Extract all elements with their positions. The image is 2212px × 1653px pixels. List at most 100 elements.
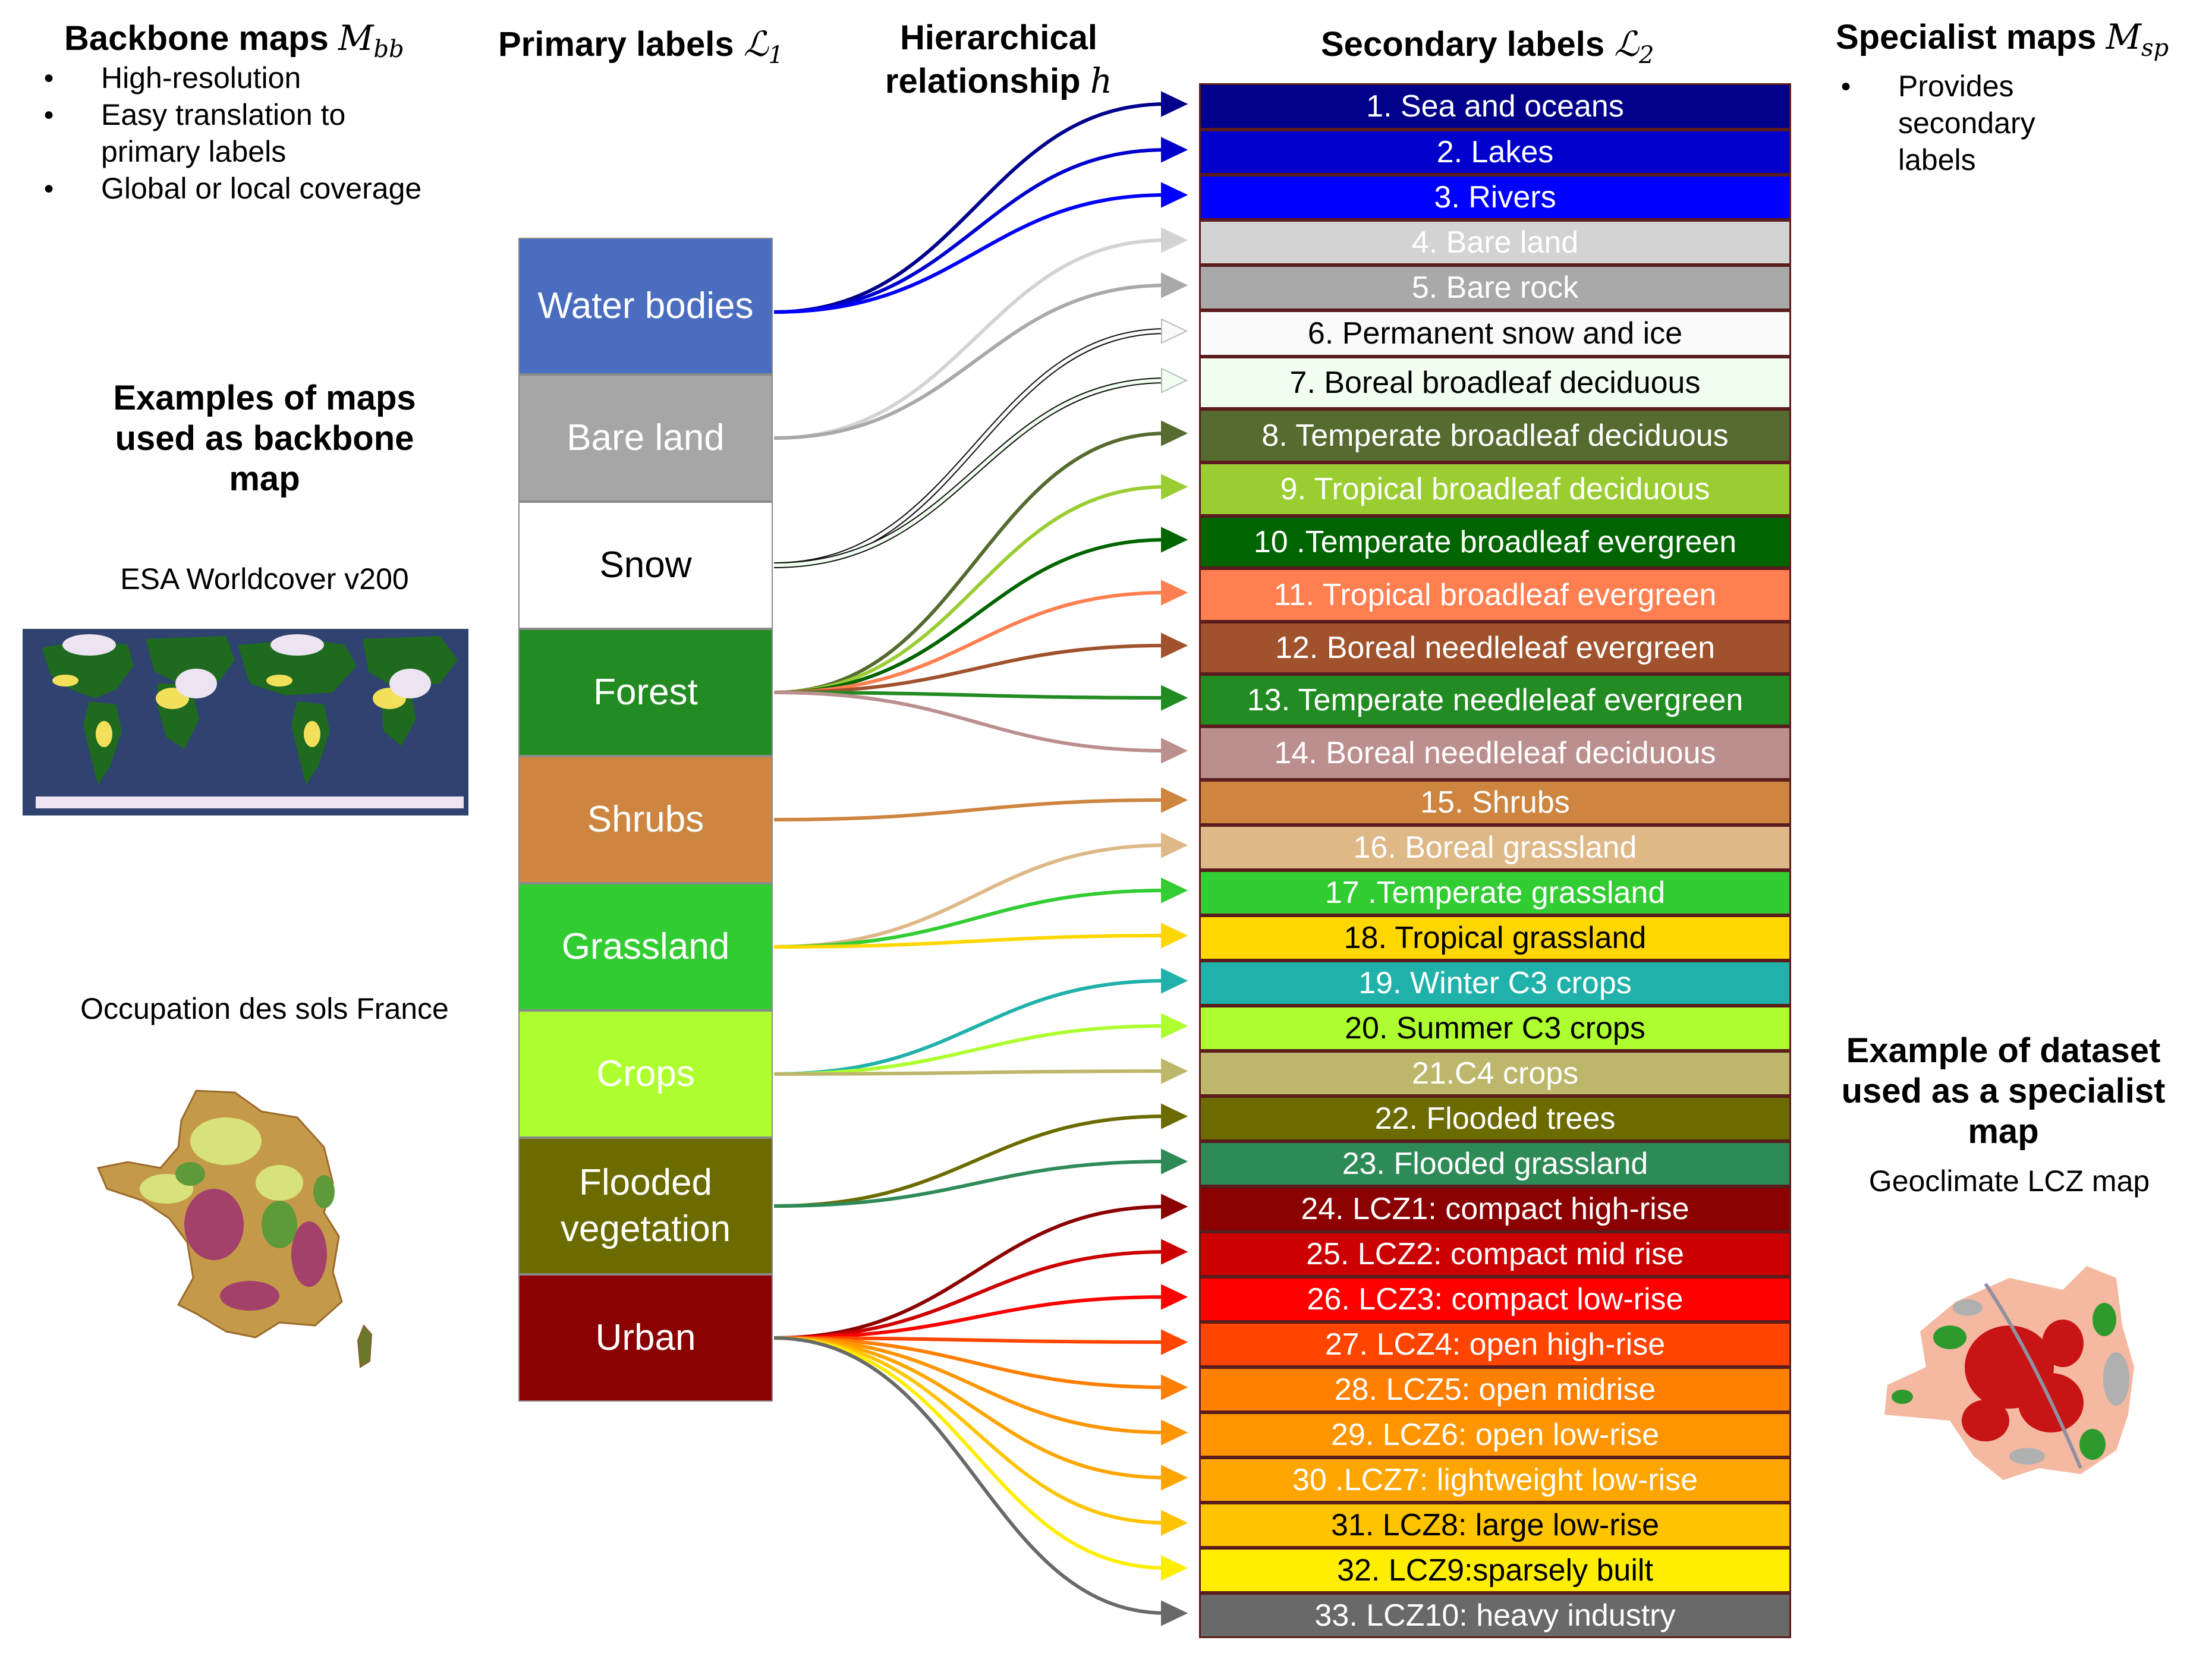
hierarchy-arrow [773, 691, 1167, 752]
secondary-title: Secondary labels ℒ2 [1321, 24, 1707, 75]
hierarchy-arrowhead [1161, 787, 1188, 813]
hierarchy-arrow [773, 102, 1167, 314]
specialist-title: Specialist maps Msp [1836, 17, 2210, 68]
secondary-label: 6. Permanent snow and ice [1199, 310, 1791, 357]
primary-title-text: Primary labels [498, 25, 734, 64]
hierarchy-arrow [773, 1114, 1167, 1208]
secondary-label: 31. LCZ8: large low-rise [1199, 1503, 1791, 1548]
hierarchy-arrow [773, 1336, 1167, 1525]
hierarchy-arrowhead [1161, 1510, 1188, 1536]
secondary-label: 2. Lakes [1199, 130, 1791, 175]
hierarchy-arrow [773, 432, 1167, 694]
hierarchy-arrowhead [1161, 832, 1188, 858]
hierarchy-arrow [773, 485, 1167, 694]
hierarchy-arrow-outline [773, 377, 1167, 568]
primary-label-shrubs: Shrubs [518, 756, 773, 883]
hierarchy-arrow [773, 238, 1167, 440]
hierarchy-arrowhead [1161, 474, 1188, 500]
secondary-label: 20. Summer C3 crops [1199, 1006, 1791, 1051]
secondary-label: 10 .Temperate broadleaf evergreen [1199, 516, 1791, 568]
hierarchy-arrowhead [1161, 1555, 1188, 1581]
hierarchy-arrowhead [1161, 922, 1188, 949]
backbone-symbol: Mbb [338, 18, 404, 63]
primary-label-snow: Snow [518, 502, 773, 629]
secondary-label: 15. Shrubs [1199, 780, 1791, 825]
secondary-label: 11. Tropical broadleaf evergreen [1199, 568, 1791, 622]
secondary-label: 29. LCZ6: open low-rise [1199, 1412, 1791, 1457]
secondary-label: 17 .Temperate grassland [1199, 870, 1791, 915]
hierarchy-arrow [773, 284, 1167, 440]
secondary-label: 21.C4 crops [1199, 1051, 1791, 1096]
secondary-label: 9. Tropical broadleaf deciduous [1199, 462, 1791, 516]
hierarchy-arrowhead [1161, 420, 1188, 446]
primary-label-water-bodies: Water bodies [518, 238, 773, 374]
secondary-label: 24. LCZ1: compact high-rise [1199, 1186, 1791, 1232]
secondary-label: 18. Tropical grassland [1199, 915, 1791, 961]
hierarchy-arrowhead [1161, 1284, 1188, 1310]
hierarchy-arrowhead [1161, 877, 1188, 903]
secondary-label: 19. Winter C3 crops [1199, 961, 1791, 1006]
hierarchy-arrow [773, 193, 1167, 314]
secondary-label: 16. Boreal grassland [1199, 825, 1791, 870]
esa-map-label: ESA Worldcover v200 [120, 562, 409, 596]
primary-label-grassland: Grassland [518, 883, 773, 1010]
hierarchy-arrowhead [1161, 1058, 1188, 1084]
backbone-examples-title: Examples of maps used as backbone map [113, 379, 416, 498]
secondary-label: 23. Flooded grassland [1199, 1141, 1791, 1186]
hierarchy-arrow [773, 1336, 1167, 1434]
secondary-label: 14. Boreal needleleaf deciduous [1199, 726, 1791, 780]
hierarchy-arrow [773, 591, 1167, 694]
hierarchy-arrowhead [1161, 580, 1188, 606]
secondary-label: 5. Bare rock [1199, 265, 1791, 310]
france-map-label: Occupation des sols France [80, 992, 449, 1025]
hierarchy-arrowhead [1161, 1600, 1188, 1626]
hierarchy-arrow [773, 1336, 1167, 1344]
specialist-symbol: Msp [2106, 17, 2169, 62]
hierarchy-arrowhead [1161, 318, 1188, 344]
secondary-label: 22. Flooded trees [1199, 1096, 1791, 1141]
primary-label-urban: Urban [518, 1274, 773, 1402]
hierarchy-arrow [773, 798, 1167, 821]
backbone-title: Backbone maps Mbb [64, 18, 457, 70]
primary-title: Primary labels ℒ1 [498, 24, 807, 75]
hierarchy-arrow [773, 1295, 1167, 1340]
secondary-label: 27. LCZ4: open high-rise [1199, 1322, 1791, 1367]
hierarchy-arrowhead [1161, 968, 1188, 994]
secondary-label: 13. Temperate needleleaf evergreen [1199, 674, 1791, 726]
hierarchy-arrow [773, 843, 1167, 949]
primary-label-forest: Forest [518, 629, 773, 756]
primary-label-bare-land: Bare land [518, 374, 773, 502]
hierarchy-arrowhead [1161, 272, 1188, 298]
hierarchy-arrow [773, 644, 1167, 694]
hierarchy-arrowhead [1161, 1013, 1188, 1039]
secondary-label: 25. LCZ2: compact mid rise [1199, 1232, 1791, 1277]
hierarchy-arrowhead [1161, 527, 1188, 553]
hierarchy-arrow [773, 1024, 1167, 1076]
hierarchy-title-text: Hierarchical relationship [885, 18, 1098, 100]
secondary-label: 1. Sea and oceans [1199, 83, 1791, 130]
hierarchy-arrowhead [1161, 1465, 1188, 1491]
hierarchy-arrow [773, 1250, 1167, 1340]
secondary-label: 30 .LCZ7: lightweight low-rise [1199, 1457, 1791, 1503]
hierarchy-arrowhead [1161, 1374, 1188, 1400]
hierarchy-arrowhead [1161, 1194, 1188, 1220]
hierarchy-arrow [773, 1160, 1167, 1208]
hierarchy-title: Hierarchical relationship h [850, 17, 1147, 103]
secondary-title-text: Secondary labels [1321, 25, 1605, 64]
lcz-map-label: Geoclimate LCZ map [1868, 1164, 2150, 1198]
secondary-symbol: ℒ2 [1614, 24, 1654, 69]
backbone-title-text: Backbone maps [64, 19, 329, 58]
hierarchy-arrow [773, 1336, 1167, 1389]
hierarchy-arrow [773, 1069, 1167, 1076]
primary-label-crops: Crops [518, 1010, 773, 1138]
hierarchy-arrow [773, 691, 1167, 700]
secondary-label: 12. Boreal needleleaf evergreen [1199, 622, 1791, 674]
hierarchy-arrowhead [1161, 685, 1188, 711]
hierarchy-arrowhead [1161, 367, 1188, 393]
secondary-label: 8. Temperate broadleaf deciduous [1199, 409, 1791, 462]
secondary-label: 3. Rivers [1199, 175, 1791, 220]
hierarchy-arrow [773, 379, 1167, 567]
hierarchy-arrowhead [1161, 227, 1188, 253]
hierarchy-arrowhead [1161, 1148, 1188, 1175]
